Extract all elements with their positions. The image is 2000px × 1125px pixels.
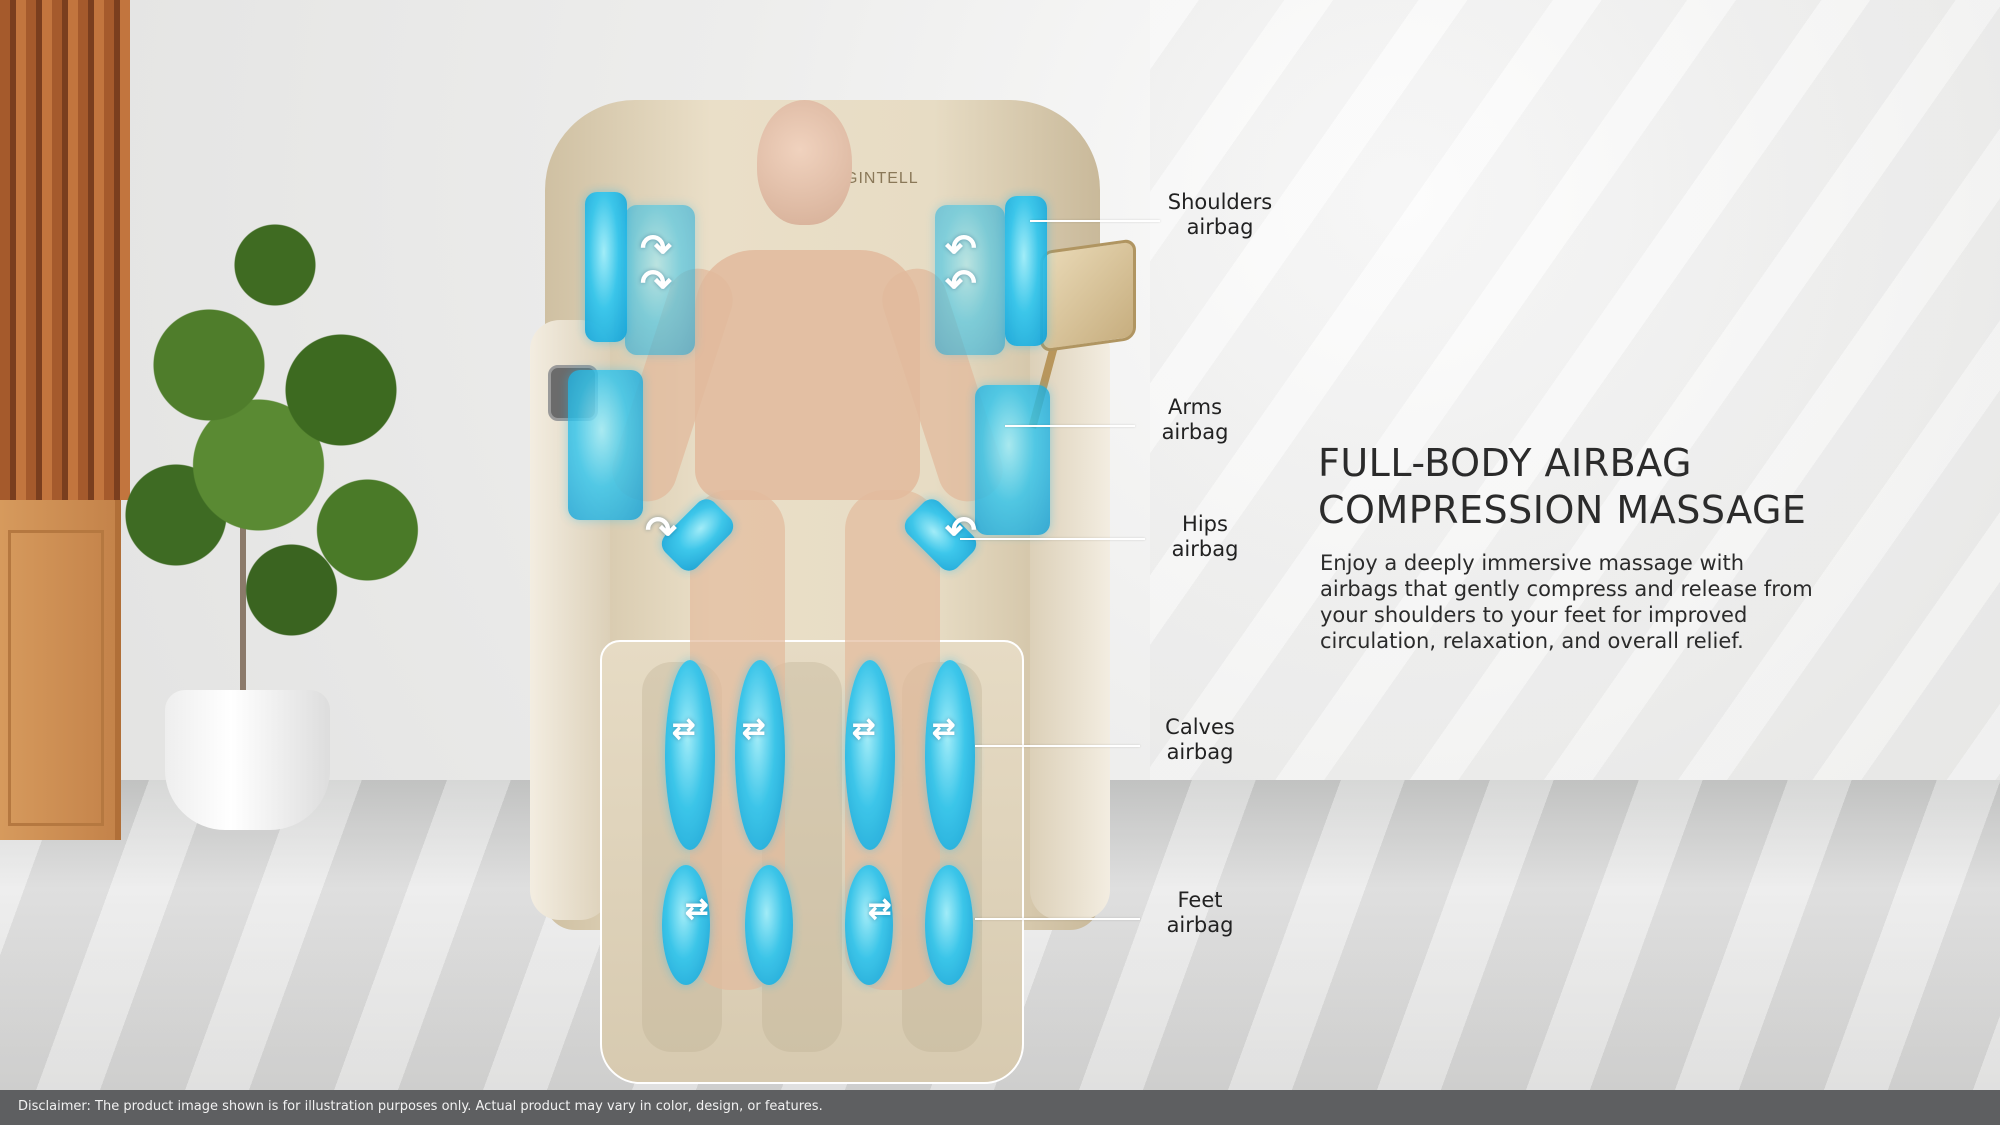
rotation-arrow-icon: ↶: [945, 228, 977, 270]
wall-light-streaks: [1150, 0, 2000, 780]
disclaimer-text: Disclaimer: The product image shown is f…: [18, 1099, 823, 1114]
calf-airbag: [925, 660, 975, 850]
headline-line: COMPRESSION MASSAGE: [1318, 488, 1807, 532]
callout-subtitle: airbag: [1186, 215, 1254, 239]
wood-cabinet: [0, 500, 121, 840]
headline: FULL-BODY AIRBAG COMPRESSION MASSAGE: [1318, 440, 1918, 534]
headline-line: FULL-BODY AIRBAG: [1318, 441, 1692, 485]
callout-arms: Arms airbag: [1140, 395, 1250, 445]
foot-airbag: [662, 865, 710, 985]
rotation-arrow-icon: ⇄: [685, 893, 709, 924]
wood-slat-panel: [0, 0, 130, 500]
brand-logo: GINTELL: [845, 170, 919, 187]
callout-line-arms: [1005, 425, 1135, 427]
rotation-arrow-icon: ↷: [645, 510, 677, 552]
callout-calves: Calves airbag: [1145, 715, 1255, 765]
callout-line-calves: [975, 745, 1140, 747]
rotation-arrow-icon: ⇄: [672, 713, 696, 744]
foot-airbag: [845, 865, 893, 985]
rotation-arrow-icon: ↶: [945, 510, 977, 552]
rotation-arrow-icon: ↶: [945, 263, 977, 305]
calf-airbag: [735, 660, 785, 850]
callout-title: Arms: [1167, 395, 1223, 419]
rotation-arrow-icon: ⇄: [852, 713, 876, 744]
calf-airbag: [665, 660, 715, 850]
shoulder-airbag-left-inner: [625, 205, 695, 355]
foot-airbag: [745, 865, 793, 985]
callout-line-feet: [975, 918, 1140, 920]
shoulder-airbag-right: [1005, 196, 1047, 346]
foot-airbag: [925, 865, 973, 985]
shoulder-airbag-left: [585, 192, 627, 342]
callout-subtitle: airbag: [1166, 913, 1234, 937]
callout-title: Calves: [1165, 715, 1235, 739]
callout-title: Hips: [1182, 512, 1228, 536]
callout-feet: Feet airbag: [1145, 888, 1255, 938]
mannequin-head: [757, 100, 852, 225]
description-text: Enjoy a deeply immersive massage with ai…: [1320, 551, 1813, 653]
plant-leaves: [110, 190, 440, 690]
disclaimer-bar: Disclaimer: The product image shown is f…: [0, 1090, 2000, 1125]
arm-airbag-right: [975, 385, 1050, 535]
callout-shoulders: Shoulders airbag: [1160, 190, 1280, 240]
plant-pot: [165, 690, 330, 830]
callout-title: Shoulders: [1167, 190, 1273, 214]
rotation-arrow-icon: ↷: [640, 228, 672, 270]
calf-airbag: [845, 660, 895, 850]
rotation-arrow-icon: ↷: [640, 263, 672, 305]
callout-line-hips: [960, 538, 1145, 540]
rotation-arrow-icon: ⇄: [742, 713, 766, 744]
rotation-arrow-icon: ⇄: [868, 893, 892, 924]
arm-airbag-left: [568, 370, 643, 520]
mannequin-torso: [695, 250, 920, 500]
callout-line-shoulders: [1030, 220, 1160, 222]
shoulder-airbag-right-inner: [935, 205, 1005, 355]
callout-title: Feet: [1177, 888, 1223, 912]
callout-subtitle: airbag: [1171, 537, 1239, 561]
rotation-arrow-icon: ⇄: [932, 713, 956, 744]
callout-hips: Hips airbag: [1150, 512, 1260, 562]
callout-subtitle: airbag: [1161, 420, 1229, 444]
control-tablet: [1040, 238, 1136, 353]
callout-subtitle: airbag: [1166, 740, 1234, 764]
